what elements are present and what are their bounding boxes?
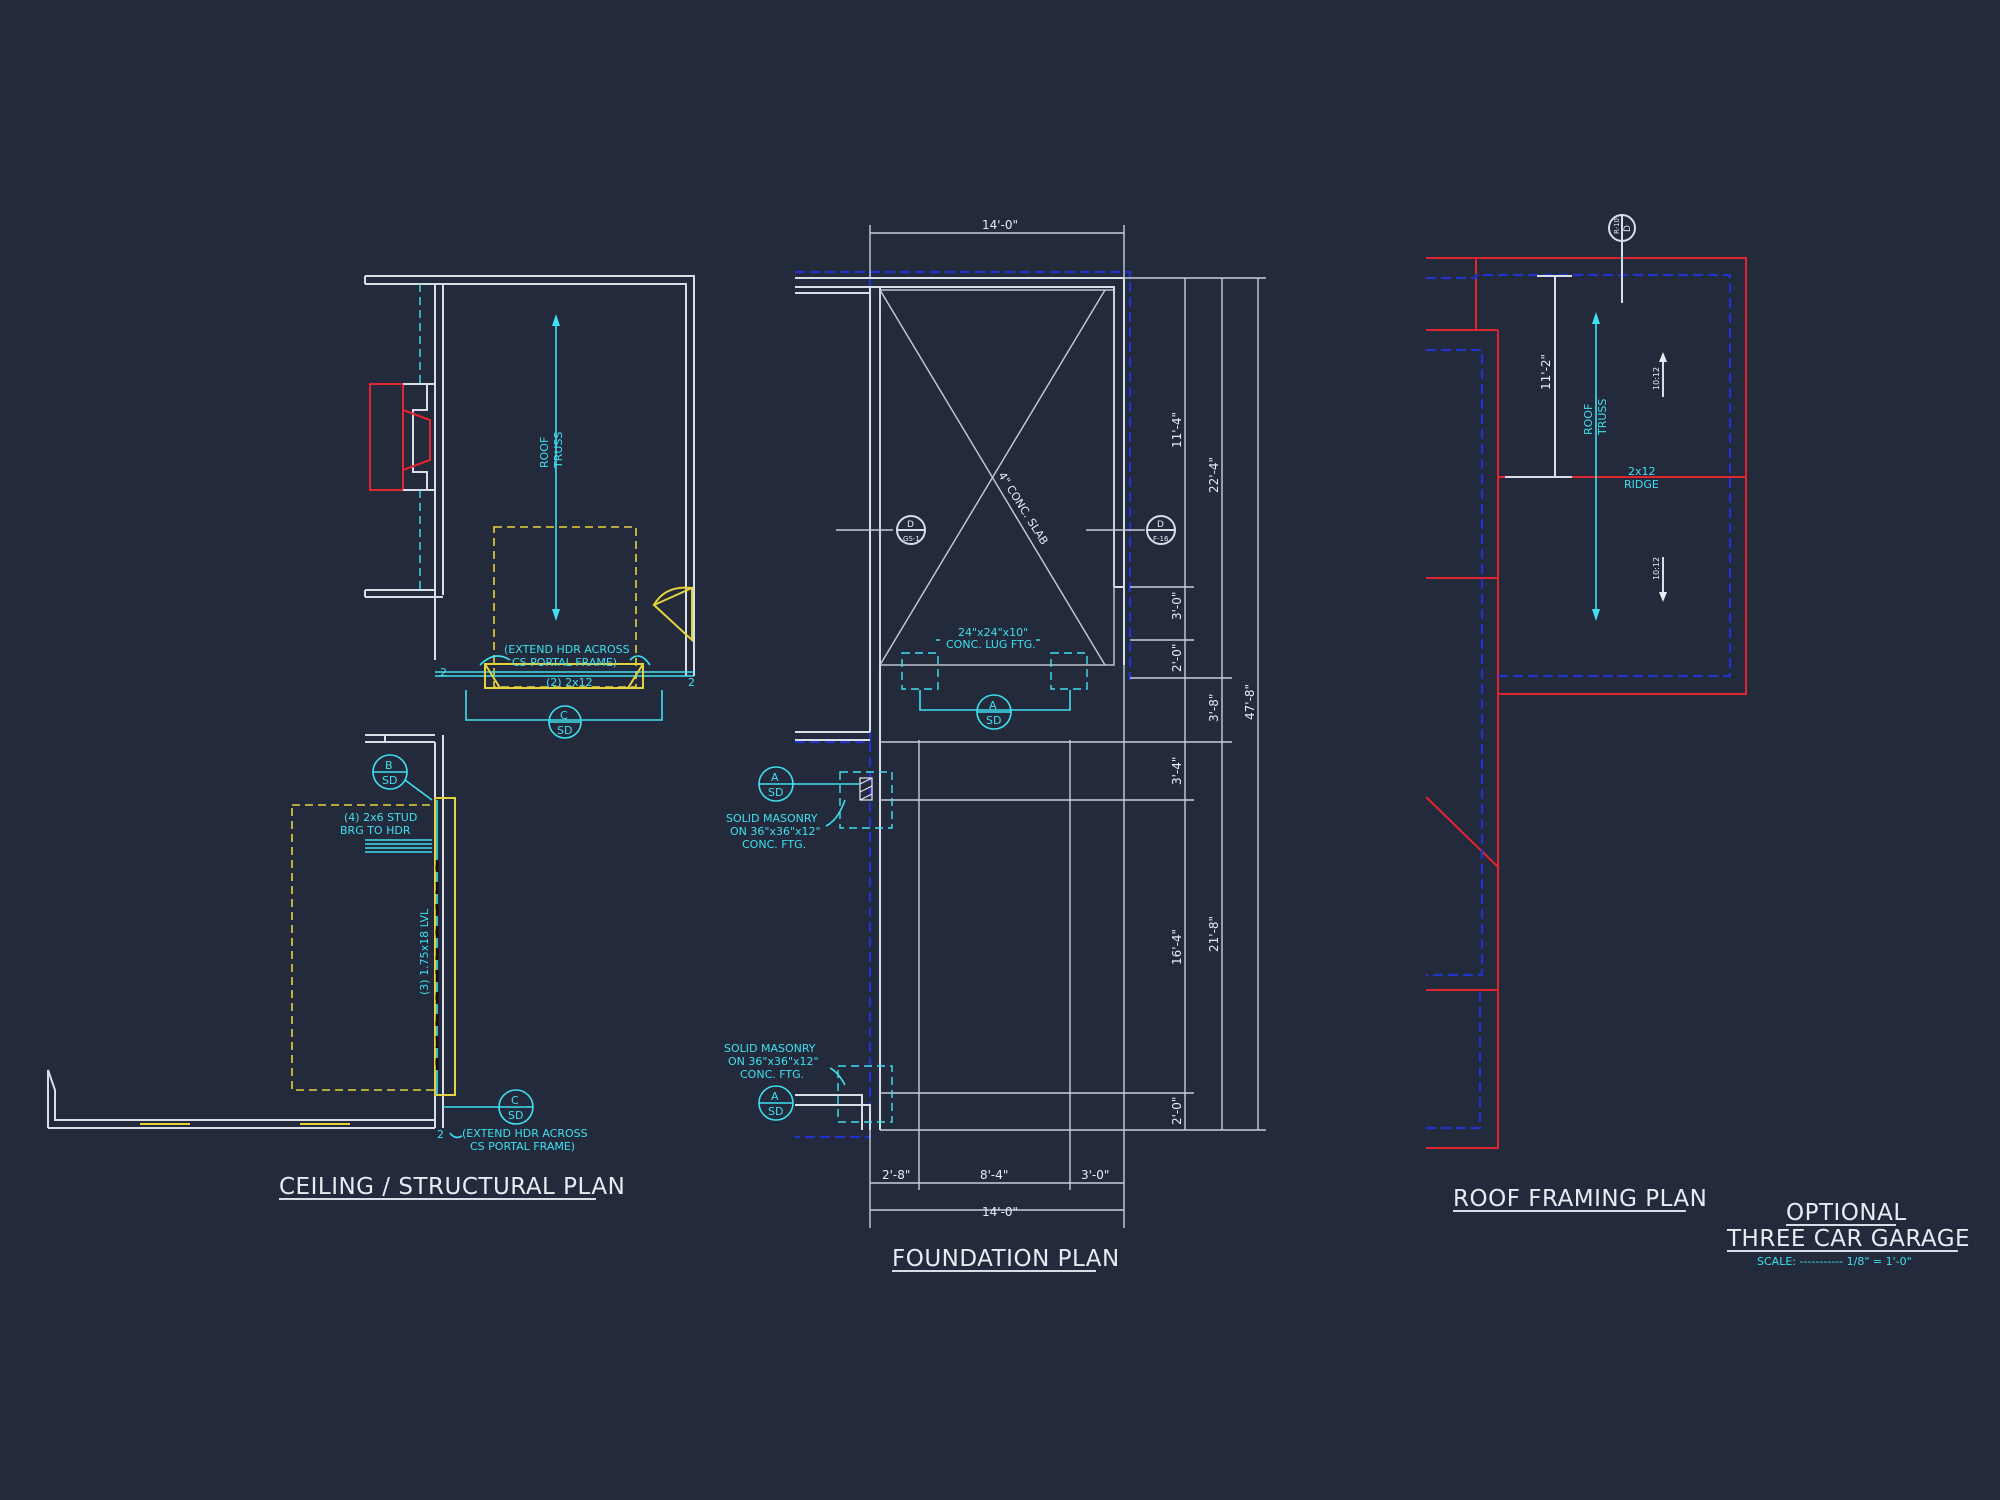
extend-hdr-bottom-line2: CS PORTAL FRAME)	[470, 1140, 575, 1153]
svg-text:SD: SD	[508, 1109, 523, 1122]
callout-d-roof[interactable]: D R-10	[1608, 214, 1636, 242]
extend-hdr-top-line1: (EXTEND HDR ACROSS	[504, 643, 630, 656]
roof-dim: 11'-2"	[1539, 354, 1553, 390]
title-line2: THREE CAR GARAGE	[1726, 1226, 1970, 1252]
extend-hdr-top-line2: CS PORTAL FRAME)	[512, 656, 617, 669]
svg-text:SD: SD	[986, 714, 1001, 727]
svg-text:SD: SD	[768, 786, 783, 799]
roof-plan-title: ROOF FRAMING PLAN	[1453, 1186, 1707, 1212]
dim-right-5: 16'-4"	[1170, 929, 1184, 965]
svg-text:D: D	[907, 520, 914, 530]
lvl-label: (3) 1.75x18 LVL	[418, 908, 431, 995]
dim-right2-2: 3'-8"	[1207, 694, 1221, 722]
callout-c-sd[interactable]: C SD	[548, 705, 582, 739]
pitch-lower: 10:12	[1652, 557, 1661, 580]
masonry-top-line3: CONC. FTG.	[742, 838, 806, 851]
dim-top: 14'-0"	[982, 218, 1018, 232]
dim-bottom-part-1: 2'-8"	[882, 1168, 910, 1182]
dim-bottom-total: 14'-0"	[982, 1205, 1018, 1219]
stud-note-line1: (4) 2x6 STUD	[344, 811, 417, 824]
ridge-line1: 2x12	[1628, 465, 1656, 478]
marker-2-left: 2	[440, 666, 447, 679]
marker-2-right: 2	[688, 676, 695, 689]
svg-text:SD: SD	[768, 1105, 783, 1118]
dim-bottom-part-2: 8'-4"	[980, 1168, 1008, 1182]
ridge-line2: RIDGE	[1624, 478, 1659, 491]
callout-a-bottom[interactable]: A SD	[758, 1085, 794, 1121]
dim-right2-1: 22'-4"	[1207, 457, 1221, 493]
title-block: OPTIONAL THREE CAR GARAGE SCALE: -------…	[1726, 1200, 1970, 1268]
callout-d-right[interactable]: D F-16	[1146, 515, 1176, 545]
svg-text:A: A	[771, 1090, 779, 1103]
ceiling-plan-title: CEILING / STRUCTURAL PLAN	[279, 1174, 625, 1200]
callout-c2-sd[interactable]: C SD	[443, 1089, 534, 1125]
foundation-plan: 4" CONC. SLAB 14'-0" 2'-8" 8'-4" 3'-0" 1…	[724, 218, 1266, 1272]
dim-right-2: 3'-0"	[1170, 592, 1184, 620]
dim-bottom-part-3: 3'-0"	[1081, 1168, 1109, 1182]
svg-text:A: A	[771, 771, 779, 784]
roof-framing-plan: 11'-2" ROOF TRUSS 2x12 RIDGE 10:12 10:12…	[1425, 214, 1747, 1212]
stud-note-line2: BRG TO HDR	[340, 824, 411, 837]
lug-ftg-line1: 24"x24"x10"	[958, 626, 1028, 639]
lug-ftg-line2: CONC. LUG FTG.	[946, 638, 1036, 651]
extend-hdr-bottom-line1: (EXTEND HDR ACROSS	[462, 1127, 588, 1140]
masonry-bottom-line1: SOLID MASONRY	[724, 1042, 816, 1055]
svg-text:SD: SD	[557, 724, 572, 737]
callout-d-left[interactable]: D GS-1	[896, 515, 926, 545]
dim-right-6: 2'-0"	[1170, 1097, 1184, 1125]
roof-truss-label-roofplan-2: TRUSS	[1596, 399, 1609, 436]
slab-label: 4" CONC. SLAB	[995, 470, 1050, 547]
callout-a-left[interactable]: A SD	[758, 766, 860, 802]
masonry-top-line1: SOLID MASONRY	[726, 812, 818, 825]
title-line1: OPTIONAL	[1786, 1200, 1907, 1226]
roof-truss-label-2: TRUSS	[552, 432, 565, 469]
svg-text:B: B	[385, 759, 393, 772]
svg-text:D: D	[1157, 520, 1164, 530]
callout-b-sd[interactable]: B SD	[372, 754, 433, 801]
svg-text:C: C	[511, 1094, 519, 1107]
roof-truss-label-roofplan: ROOF	[1582, 404, 1595, 435]
dim-right-4: 3'-4"	[1170, 757, 1184, 785]
foundation-plan-title: FOUNDATION PLAN	[892, 1246, 1120, 1272]
svg-text:R-10: R-10	[1613, 218, 1621, 234]
masonry-top-line2: ON 36"x36"x12"	[730, 825, 821, 838]
svg-text:C: C	[560, 709, 568, 722]
masonry-bottom-line2: ON 36"x36"x12"	[728, 1055, 819, 1068]
roof-truss-label: ROOF	[538, 437, 551, 468]
svg-text:D: D	[1623, 225, 1633, 232]
dim-right2-3: 21'-8"	[1207, 916, 1221, 952]
ceiling-structural-plan: ROOF TRUSS 2 2 (EXTEND HDR ACROSS CS POR…	[47, 275, 695, 1200]
pitch-upper: 10:12	[1652, 367, 1661, 390]
svg-text:F-16: F-16	[1153, 535, 1169, 543]
svg-text:SD: SD	[382, 774, 397, 787]
svg-text:GS-1: GS-1	[903, 535, 920, 543]
masonry-bottom-line3: CONC. FTG.	[740, 1068, 804, 1081]
scale-note: SCALE: ----------- 1/8" = 1'-0"	[1757, 1255, 1912, 1268]
dim-right-3: 2'-0"	[1170, 644, 1184, 672]
marker-2-bottom: 2	[437, 1128, 444, 1141]
svg-text:A: A	[989, 699, 997, 712]
dim-overall: 47'-8"	[1243, 684, 1257, 720]
header-size: (2) 2x12	[546, 676, 593, 689]
callout-a-center[interactable]: A SD	[976, 694, 1012, 730]
dim-right-1: 11'-4"	[1170, 412, 1184, 448]
